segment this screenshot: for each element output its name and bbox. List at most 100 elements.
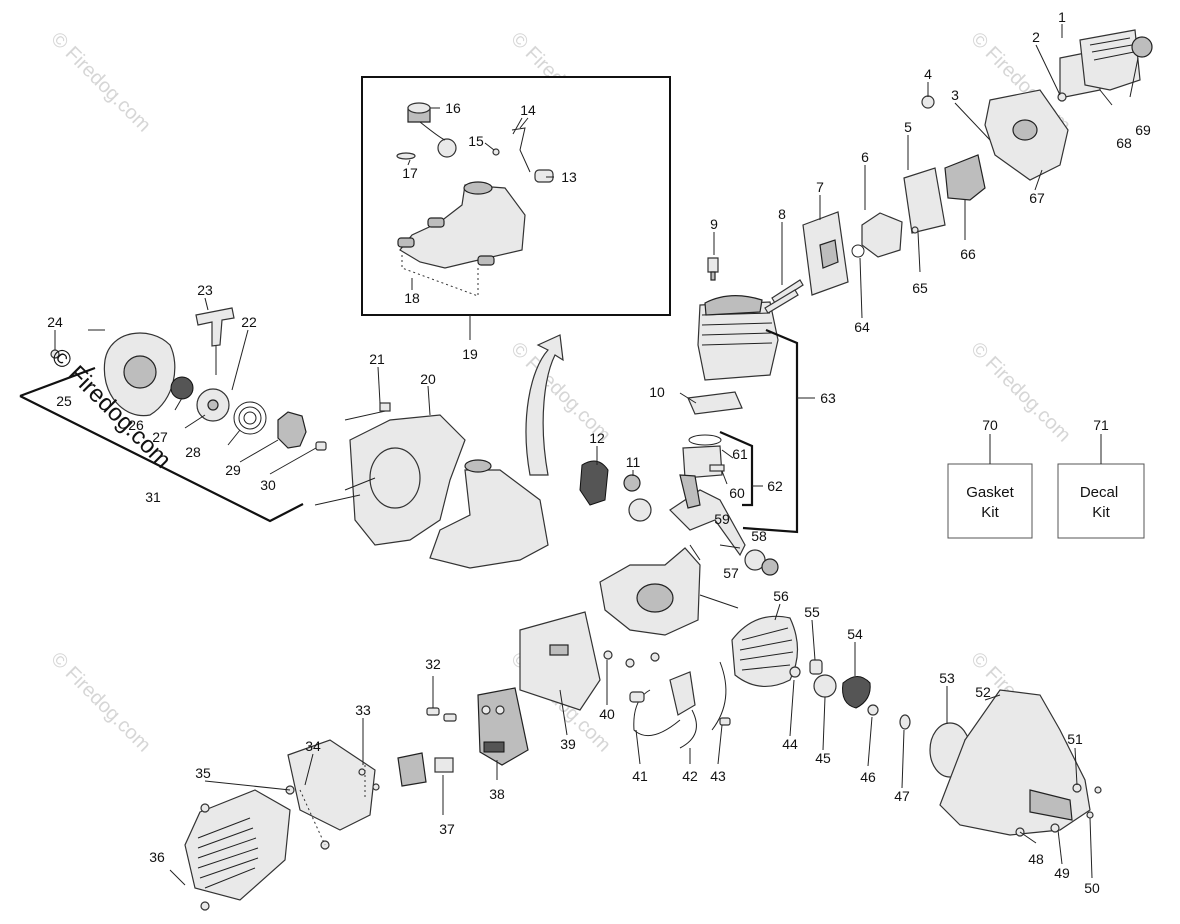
callout-labels: 1 2 3 4 5 6 7 8 9 10 11 12 13 14 15 16 1… (47, 9, 1151, 896)
callout-2: 2 (1032, 29, 1040, 45)
crankcase-bore (636, 583, 674, 613)
piston-ring (688, 434, 722, 446)
callout-36: 36 (149, 849, 165, 865)
carburetor (944, 154, 986, 201)
ignition-module (579, 460, 609, 506)
callout-46: 46 (860, 769, 876, 785)
callout-24: 24 (47, 314, 63, 330)
clutch-washer (813, 674, 837, 698)
muffler-bolt (443, 713, 457, 722)
leader-lines (54, 24, 1139, 886)
fuel-filter (534, 169, 554, 183)
callout-61: 61 (732, 446, 748, 462)
piston (682, 445, 723, 479)
callout-60: 60 (729, 485, 745, 501)
callout-20: 20 (420, 371, 436, 387)
spark-arrestor-screen (397, 752, 427, 787)
fuel-cap-oring (396, 152, 416, 160)
clutch-spring-washer (867, 704, 879, 716)
piston-pin (709, 464, 725, 472)
cylinder-shroud (184, 789, 291, 901)
flywheel-washer (789, 666, 801, 678)
callout-49: 49 (1054, 865, 1070, 881)
air-filter-knob (1131, 36, 1153, 58)
cylinder-bolt (771, 279, 804, 304)
callout-64: 64 (854, 319, 870, 335)
callout-58: 58 (751, 528, 767, 544)
tank-grommet (427, 217, 445, 228)
callout-50: 50 (1084, 880, 1100, 896)
intake-gasket-port (819, 239, 839, 269)
callout-40: 40 (599, 706, 615, 722)
callout-28: 28 (185, 444, 201, 460)
starter-housing-hub (123, 355, 157, 389)
callout-43: 43 (710, 768, 726, 784)
air-filter-cover (1079, 29, 1141, 91)
fuel-line-clip (492, 148, 500, 156)
callout-52: 52 (975, 684, 991, 700)
callout-67: 67 (1029, 190, 1045, 206)
crank-bearing (744, 549, 766, 571)
callout-59: 59 (714, 511, 730, 527)
rewind-spring (233, 401, 267, 435)
starter-spring-cover (170, 376, 194, 400)
callout-1: 1 (1058, 9, 1066, 25)
callout-37: 37 (439, 821, 455, 837)
tank-grommet (397, 237, 415, 248)
callout-29: 29 (225, 462, 241, 478)
gasket-kit-box[interactable] (947, 463, 1033, 539)
callout-25: 25 (56, 393, 72, 409)
crank-seal (623, 474, 641, 492)
callout-51: 51 (1067, 731, 1083, 747)
assembly-arrow-icon (525, 334, 564, 476)
callout-69: 69 (1135, 122, 1151, 138)
callout-38: 38 (489, 786, 505, 802)
carburetor-gasket (903, 167, 946, 234)
callout-17: 17 (402, 165, 418, 181)
watermark: © Firedog.com (46, 648, 155, 757)
callout-32: 32 (425, 656, 441, 672)
cylinder-base-gasket (687, 391, 743, 415)
primer-bulb (921, 95, 935, 109)
starter-pulley-hub (207, 399, 219, 411)
callout-44: 44 (782, 736, 798, 752)
callout-62: 62 (767, 478, 783, 494)
callout-45: 45 (815, 750, 831, 766)
clutch-assembly (842, 676, 871, 709)
fuel-cap-top (407, 102, 431, 114)
callout-39: 39 (560, 736, 576, 752)
callout-19: 19 (462, 346, 478, 362)
callout-30: 30 (260, 477, 276, 493)
muffler-port (483, 741, 505, 753)
fan-cover (287, 739, 376, 831)
gasket-kit-label-line1: Gasket (966, 484, 1014, 501)
callout-23: 23 (197, 282, 213, 298)
decal-kit-box[interactable] (1057, 463, 1145, 539)
callout-13: 13 (561, 169, 577, 185)
callout-65: 65 (912, 280, 928, 296)
callout-22: 22 (241, 314, 257, 330)
callout-15: 15 (468, 133, 484, 149)
callout-34: 34 (305, 738, 321, 754)
callout-12: 12 (589, 430, 605, 446)
callout-10: 10 (649, 384, 665, 400)
callout-42: 42 (682, 768, 698, 784)
adapter-oring (851, 244, 865, 258)
shroud-grille (197, 817, 259, 889)
crank-seal (761, 558, 779, 576)
callout-14: 14 (520, 102, 536, 118)
callout-27: 27 (152, 429, 168, 445)
spark-plug (707, 257, 719, 273)
flywheel-nut (809, 659, 823, 675)
carburetor-adapter (861, 212, 903, 258)
callout-55: 55 (804, 604, 820, 620)
callout-18: 18 (404, 290, 420, 306)
decal-kit-label-line1: Decal (1080, 484, 1118, 501)
muffler-bolt (426, 707, 440, 716)
callout-9: 9 (710, 216, 718, 232)
spark-plug-tip (710, 271, 716, 281)
tank-grommet (477, 255, 495, 266)
callout-35: 35 (195, 765, 211, 781)
callout-8: 8 (778, 206, 786, 222)
